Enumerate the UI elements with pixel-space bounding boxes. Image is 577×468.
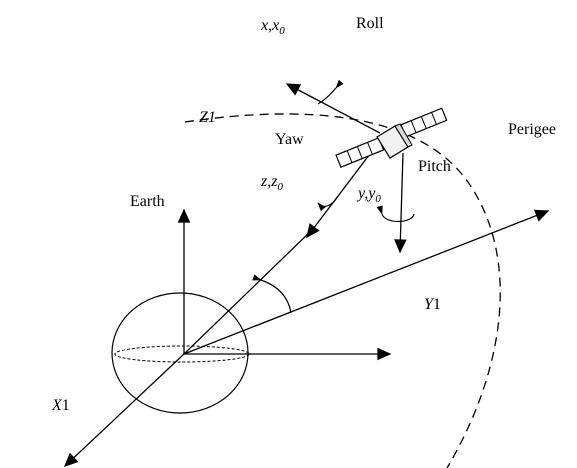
roll-axis [285, 83, 381, 134]
earth-label: Earth [130, 193, 165, 210]
roll-label: Roll [356, 15, 384, 32]
perigee-label: Perigee [508, 121, 556, 138]
y1-axis [183, 209, 550, 355]
yaw-axis-label: z,z0 [260, 173, 283, 193]
pitch-rotation-arrow [376, 205, 415, 223]
anomaly-angle-arc [252, 274, 292, 314]
x1-axis [63, 353, 185, 467]
satellite-solar-panel-left [335, 137, 385, 168]
roll-rotation-arrow [317, 79, 344, 105]
satellite-solar-panel-right [400, 107, 448, 138]
radius-line-lower [183, 229, 313, 355]
satellite [335, 107, 448, 168]
z1-label: Z1 [199, 109, 216, 126]
pitch-axis-label: y,y0 [356, 185, 381, 205]
satellite-body-side [394, 123, 413, 148]
yaw-label: Yaw [275, 131, 304, 148]
yaw-rotation-arrow [317, 195, 339, 212]
pitch-axis [394, 152, 407, 254]
roll-axis-label: x,x0 [260, 17, 285, 37]
pitch-label: Pitch [418, 158, 451, 175]
x1-label: X1 [51, 397, 70, 414]
orbit-path [184, 113, 501, 468]
y1-label: Y1 [424, 296, 441, 313]
